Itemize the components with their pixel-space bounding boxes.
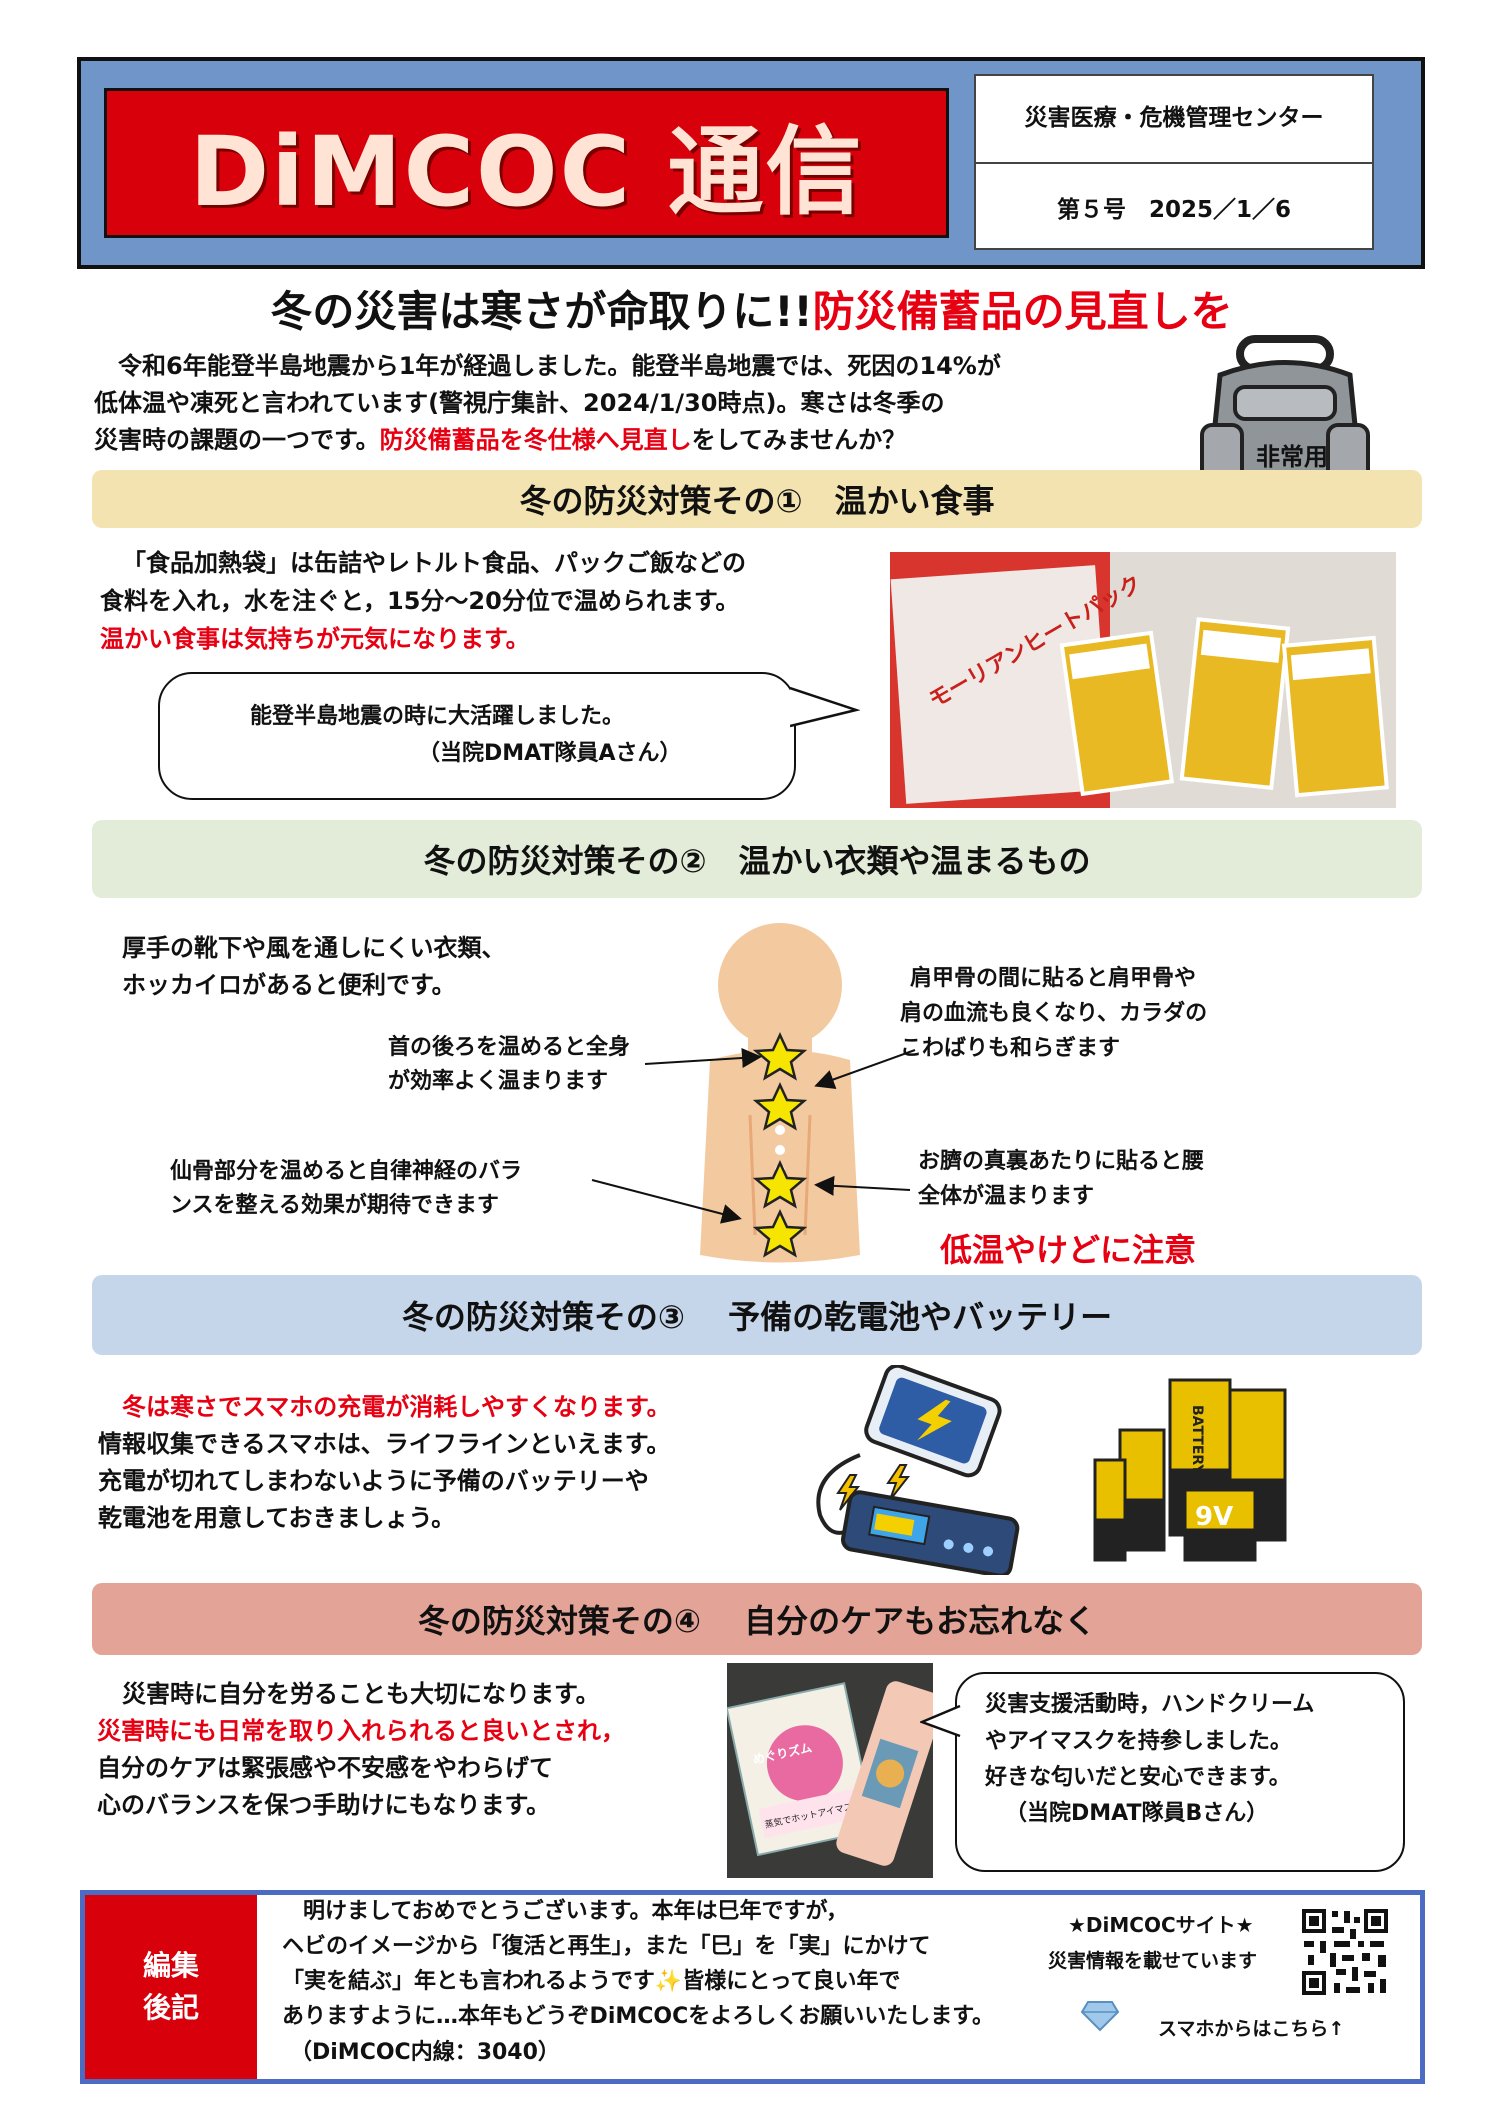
site-title: ★DiMCOCサイト★ [1068,1913,1254,1937]
bubble-b-line-2: やアイマスクを持参しました。 [985,1729,1292,1754]
section4-line-4: 心のバランスを保つ手助けにもなります。 [97,1791,551,1819]
section4-line-1: 災害時に自分を労ることも大切になります。 [122,1680,600,1708]
section4-line-3: 自分のケアは緊張感や不安感をやわらげて [97,1754,553,1782]
speech-bubble-a [158,672,796,800]
bubble-b-line-4: （当院DMAT隊員Bさん） [1005,1801,1269,1826]
neck-text-1: 首の後ろを温めると全身 [388,1035,631,1060]
editor-label-2: 後記 [142,1991,199,2024]
diamond-icon [1080,2001,1120,2032]
section2-header: 冬の防災対策その② 温かい衣類や温まるもの [92,820,1422,898]
section4-header: 冬の防災対策その④ 自分のケアもお忘れなく [92,1583,1422,1655]
arrow-neck [644,1048,762,1068]
scapula-text-3: こわばりも和らぎます [900,1036,1121,1061]
arrow-navel [814,1175,911,1196]
navel-text-1: お臍の真裏あたりに貼ると腰 [918,1149,1205,1174]
editor-note-label: 編集 後記 [85,1945,257,2029]
battery-9v-label: 9V [1195,1502,1233,1532]
star-icon [752,1082,808,1131]
headline-part2: 防災備蓄品の見直しを [812,287,1233,336]
footer-line-1: 明けましておめでとうございます。本年は巳年ですが， [303,1899,849,1924]
burn-warning: 低温やけどに注意 [940,1231,1197,1269]
bubble-a-line-1: 能登半島地震の時に大活躍しました。 [250,704,625,729]
scapula-text-2: 肩の血流も良くなり、カラダの [900,1001,1208,1026]
intro-line-2: 低体温や凍死と言われています(警視庁集計、2024/1/30時点)。寒さは冬季の [94,389,945,417]
intro-line-3: 災害時の課題の一つです。防災備蓄品を冬仕様へ見直しをしてみませんか？ [94,422,906,459]
smartphone-note: スマホからはこちら↑ [1158,2018,1345,2040]
speech-bubble-b [955,1672,1405,1872]
bubble-b-line-3: 好きな匂いだと安心できます。 [985,1765,1291,1790]
phone-powerbank-icon [816,1365,1020,1575]
title-box [104,88,949,238]
bubble-a-line-2: （当院DMAT隊員Aさん） [418,741,682,766]
intro-line-3c: をしてみませんか？ [691,426,907,454]
sacrum-arrow [591,1179,742,1224]
editor-note-label-box [85,1895,257,2079]
arrow-scapula [814,1049,916,1089]
section3-line-4: 乾電池を用意しておきましょう。 [98,1504,456,1532]
backpack-label: 非常用 [1256,443,1328,471]
neck-text-2: が効率よく温まります [388,1069,609,1094]
section2-line-1: 厚手の靴下や風を通しにくい衣類、 [122,934,506,962]
section3-line-1: 冬は寒さでスマホの充電が消耗しやすくなります。 [122,1393,671,1421]
newsletter-title: DiMCOC 通信 [189,115,864,228]
intro-line-1: 令和6年能登半島地震から1年が経過しました。能登半島地震では、死因の14%が [118,352,1001,380]
battery-label: BATTERY [1189,1405,1205,1475]
editor-label-1: 編集 [142,1949,199,1982]
divider [976,162,1372,164]
footer-line-3: 「実を結ぶ」年とも言われるようです✨皆様にとって良い年で [282,1969,901,1994]
org-name: 災害医療・危機管理センター [1024,105,1324,131]
intro-line-3b: 防災備蓄品を冬仕様へ見直し [379,426,692,454]
footer-line-4: ありますように…本年もどうぞDiMCOCをよろしくお願いいたします。 [282,2004,995,2029]
section1-line-3: 温かい食事は気持ちが元気になります。 [100,625,530,653]
star-icon [752,1209,808,1258]
section1-line-1: 「食品加熱袋」は缶詰やレトルト食品、パックご飯などの [122,549,746,577]
footer-extension: （DiMCOC内線：3040） [290,2040,560,2065]
qr-code-icon[interactable] [1300,1907,1390,1997]
headline-part1: 冬の災害は寒さが命取りに!! [270,287,813,336]
bubble-b-line-1: 災害支援活動時，ハンドクリーム [985,1692,1315,1717]
section2-line-2: ホッカイロがあると便利です。 [122,971,456,999]
speech-bubble-b-tail [920,1704,962,1738]
section3-line-3: 充電が切れてしまわないように予備のバッテリーや [98,1467,649,1495]
sacrum-text-2: ンスを整える効果が期待できます [170,1193,499,1218]
site-description: 災害情報を載せています [1048,1950,1258,1972]
section3-header: 冬の防災対策その③ 予備の乾電池やバッテリー [92,1275,1422,1355]
headline: 冬の災害は寒さが命取りに!!防災備蓄品の見直しを [0,278,1503,339]
intro-line-3a: 災害時の課題の一つです。 [94,426,380,454]
footer-box [80,1890,1425,2084]
batteries-icon: BATTERY 9V [1093,1378,1287,1562]
speech-bubble-a-tail [790,686,860,728]
navel-text-2: 全体が温まります [918,1184,1095,1209]
sacrum-text-1: 仙骨部分を温めると自律神経のバラ [170,1159,523,1184]
pointer-arrows [644,1048,916,1196]
section3-line-2: 情報収集できるスマホは、ライフラインといえます。 [98,1430,671,1458]
section1-header: 冬の防災対策その① 温かい食事 [92,470,1422,528]
self-care-products-photo: めぐりズム 蒸気でホットアイマスク [727,1663,933,1878]
footer-line-2: ヘビのイメージから「復活と再生」，また「巳」を「実」にかけて [282,1934,931,1959]
section4-line-2: 災害時にも日常を取り入れられると良いとされ， [97,1717,625,1745]
scapula-text-1: 肩甲骨の間に貼ると肩甲骨や [910,966,1197,991]
issue-number: 第５号 2025／1／6 [1056,197,1292,223]
heat-pack-photo: モーリアンヒートパック [890,552,1396,808]
star-icon [752,1160,808,1209]
section1-line-2: 食料を入れ，水を注ぐと，15分～20分位で温められます。 [100,587,740,615]
